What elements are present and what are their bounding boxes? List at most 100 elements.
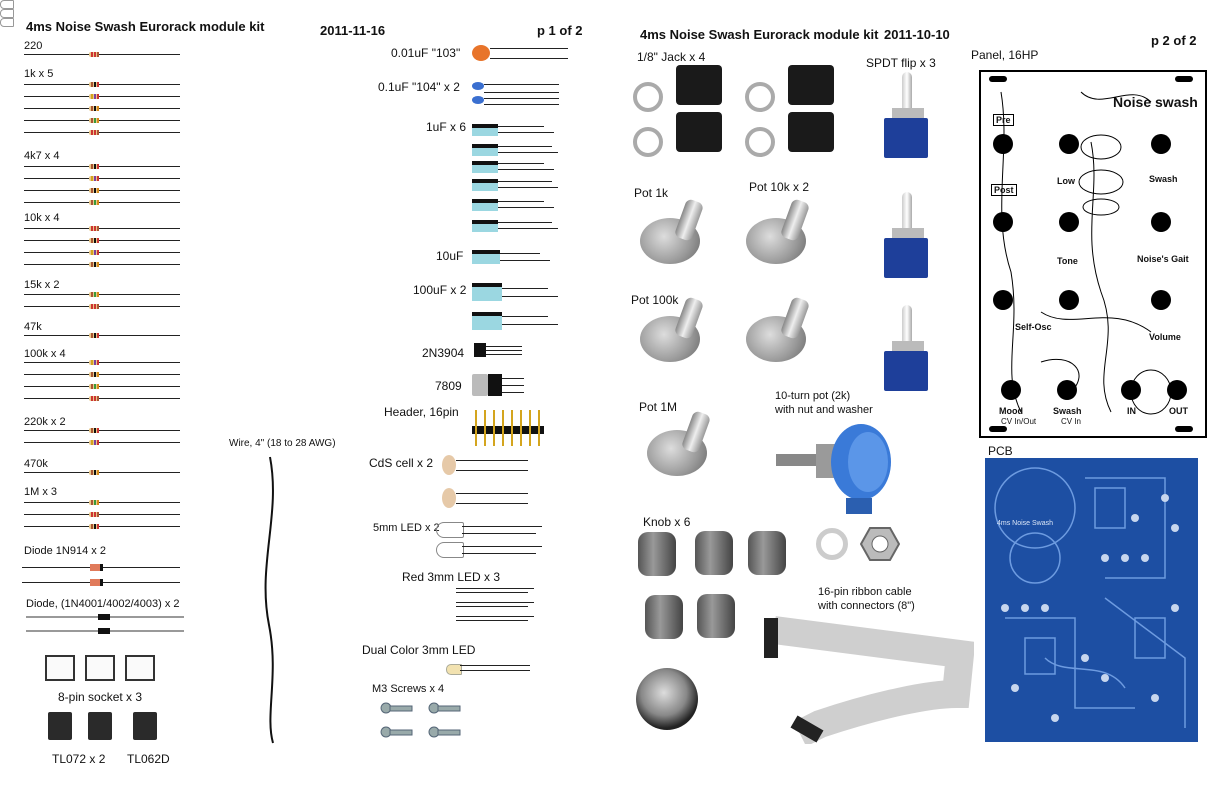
toggle-body	[884, 118, 928, 158]
resistor-band	[97, 500, 99, 505]
resistor-band	[91, 470, 93, 475]
tenturn-label-line2: with nut and washer	[775, 404, 873, 416]
cap-lead	[498, 169, 554, 170]
ceramic-cap	[472, 82, 484, 90]
led-dual-label: Dual Color 3mm LED	[362, 643, 476, 657]
cap-lead	[498, 146, 552, 147]
jack-washer	[745, 82, 775, 112]
panel-knob-hole	[1059, 290, 1079, 310]
led-lead	[456, 588, 534, 589]
resistor-lead	[24, 178, 180, 179]
resistor-lead	[24, 240, 180, 241]
electrolytic-cap	[472, 144, 498, 156]
resistor-band	[94, 524, 96, 529]
resistor-band	[97, 130, 99, 135]
regulator-lead	[502, 385, 524, 386]
led-3mm	[0, 9, 14, 18]
toggle-lever	[902, 192, 912, 234]
panel-text: Swash	[1149, 174, 1178, 184]
resistor-band	[91, 440, 93, 445]
ic-chip	[133, 712, 157, 740]
cds-label: CdS cell x 2	[369, 456, 434, 470]
panel-text: Swash	[1053, 406, 1082, 416]
cap-lead	[484, 84, 559, 85]
resistor	[89, 238, 99, 243]
regulator-lead	[502, 392, 524, 393]
resistor	[89, 130, 99, 135]
resistor-lead	[24, 294, 180, 295]
resistor-lead	[24, 398, 180, 399]
cap-100uf-label: 100uF x 2	[413, 283, 467, 297]
cap-104-label: 0.1uF "104" x 2	[378, 80, 460, 94]
ic-socket	[125, 655, 155, 681]
resistor-band	[97, 292, 99, 297]
pcb-traces	[994, 467, 1186, 728]
resistor-band	[97, 372, 99, 377]
resistor-band	[94, 238, 96, 243]
regulator	[488, 374, 502, 396]
resistor-lead	[24, 54, 180, 55]
resistor	[89, 176, 99, 181]
cap-lead	[500, 260, 550, 261]
resistor	[89, 52, 99, 57]
resistor	[89, 262, 99, 267]
resistor-lead	[24, 96, 180, 97]
knob	[638, 532, 676, 576]
resistor-band	[97, 164, 99, 169]
panel-jack-hole	[993, 212, 1013, 232]
cap-lead	[502, 296, 558, 297]
resistor-band	[97, 360, 99, 365]
jack-label: 1/8" Jack x 4	[637, 50, 706, 64]
page1-page-number: p 1 of 2	[537, 23, 583, 38]
resistor-band	[94, 500, 96, 505]
panel-text: Mood	[999, 406, 1023, 416]
panel-jack-hole	[1057, 380, 1077, 400]
knob	[645, 595, 683, 639]
resistor-lead	[24, 514, 180, 515]
panel-label: Panel, 16HP	[971, 48, 1039, 62]
resistor-label: 1k x 5	[24, 68, 54, 80]
resistor-label: 4k7 x 4	[24, 150, 60, 162]
resistor-label: 10k x 4	[24, 212, 60, 224]
cap-lead	[500, 253, 540, 254]
mount-slot	[1175, 426, 1193, 432]
led3-label: Red 3mm LED x 3	[402, 570, 501, 584]
cap-lead	[490, 58, 568, 59]
diode-1n914-label: Diode 1N914 x 2	[24, 545, 106, 557]
resistor-lead	[24, 264, 180, 265]
resistor-band	[94, 52, 96, 57]
resistor	[89, 106, 99, 111]
ic-socket	[45, 655, 75, 681]
resistor-band	[91, 200, 93, 205]
page2-page-number: p 2 of 2	[1151, 33, 1197, 48]
resistor-band	[94, 304, 96, 309]
resistor-lead	[24, 502, 180, 503]
resistor	[89, 333, 99, 338]
resistor-band	[91, 512, 93, 517]
mount-slot	[989, 426, 1007, 432]
resistor	[89, 292, 99, 297]
ic-chip	[48, 712, 72, 740]
led5-label: 5mm LED x 2	[373, 522, 440, 534]
led-5mm	[436, 542, 464, 558]
resistor-lead	[24, 362, 180, 363]
cap-lead	[490, 48, 568, 49]
resistor-band	[94, 292, 96, 297]
led-lead	[462, 546, 542, 547]
panel-text: Tone	[1057, 256, 1078, 266]
resistor-band	[94, 176, 96, 181]
panel-text: Noise's Gait	[1137, 254, 1189, 264]
regulator-label: 7809	[435, 379, 462, 393]
pot-shaft	[779, 296, 811, 340]
cap-10uf-label: 10uF	[436, 249, 464, 263]
resistor	[89, 188, 99, 193]
large-knob	[636, 668, 698, 730]
resistor-label: 220	[24, 40, 43, 52]
toggle-body	[884, 238, 928, 278]
page2-date: 2011-10-10	[884, 27, 950, 42]
pot-1m-label: Pot 1M	[639, 400, 678, 414]
pot-shaft	[779, 198, 811, 242]
electrolytic-cap	[472, 124, 498, 136]
resistor-band	[91, 188, 93, 193]
resistor-lead	[24, 386, 180, 387]
